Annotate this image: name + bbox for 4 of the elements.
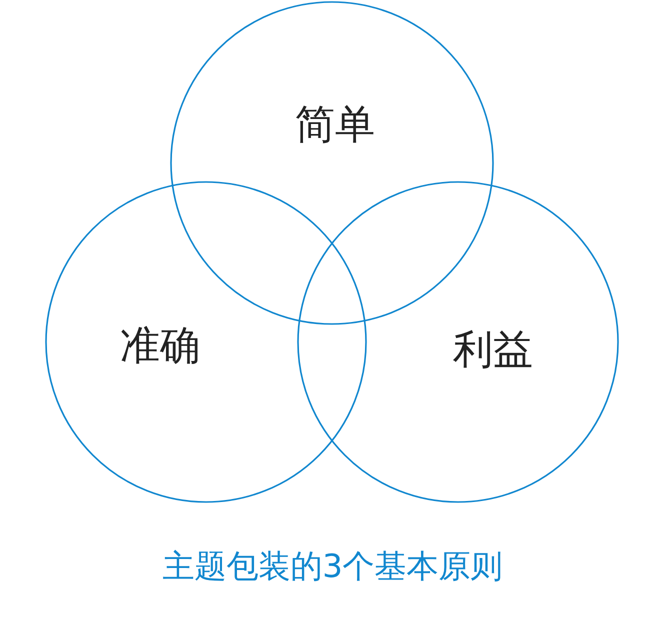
caption-text: 主题包装的3个基本原则 [162, 547, 503, 585]
circle-label: 利益 [453, 328, 533, 372]
circle-label: 准确 [120, 324, 200, 368]
circle-label: 简单 [295, 103, 375, 147]
